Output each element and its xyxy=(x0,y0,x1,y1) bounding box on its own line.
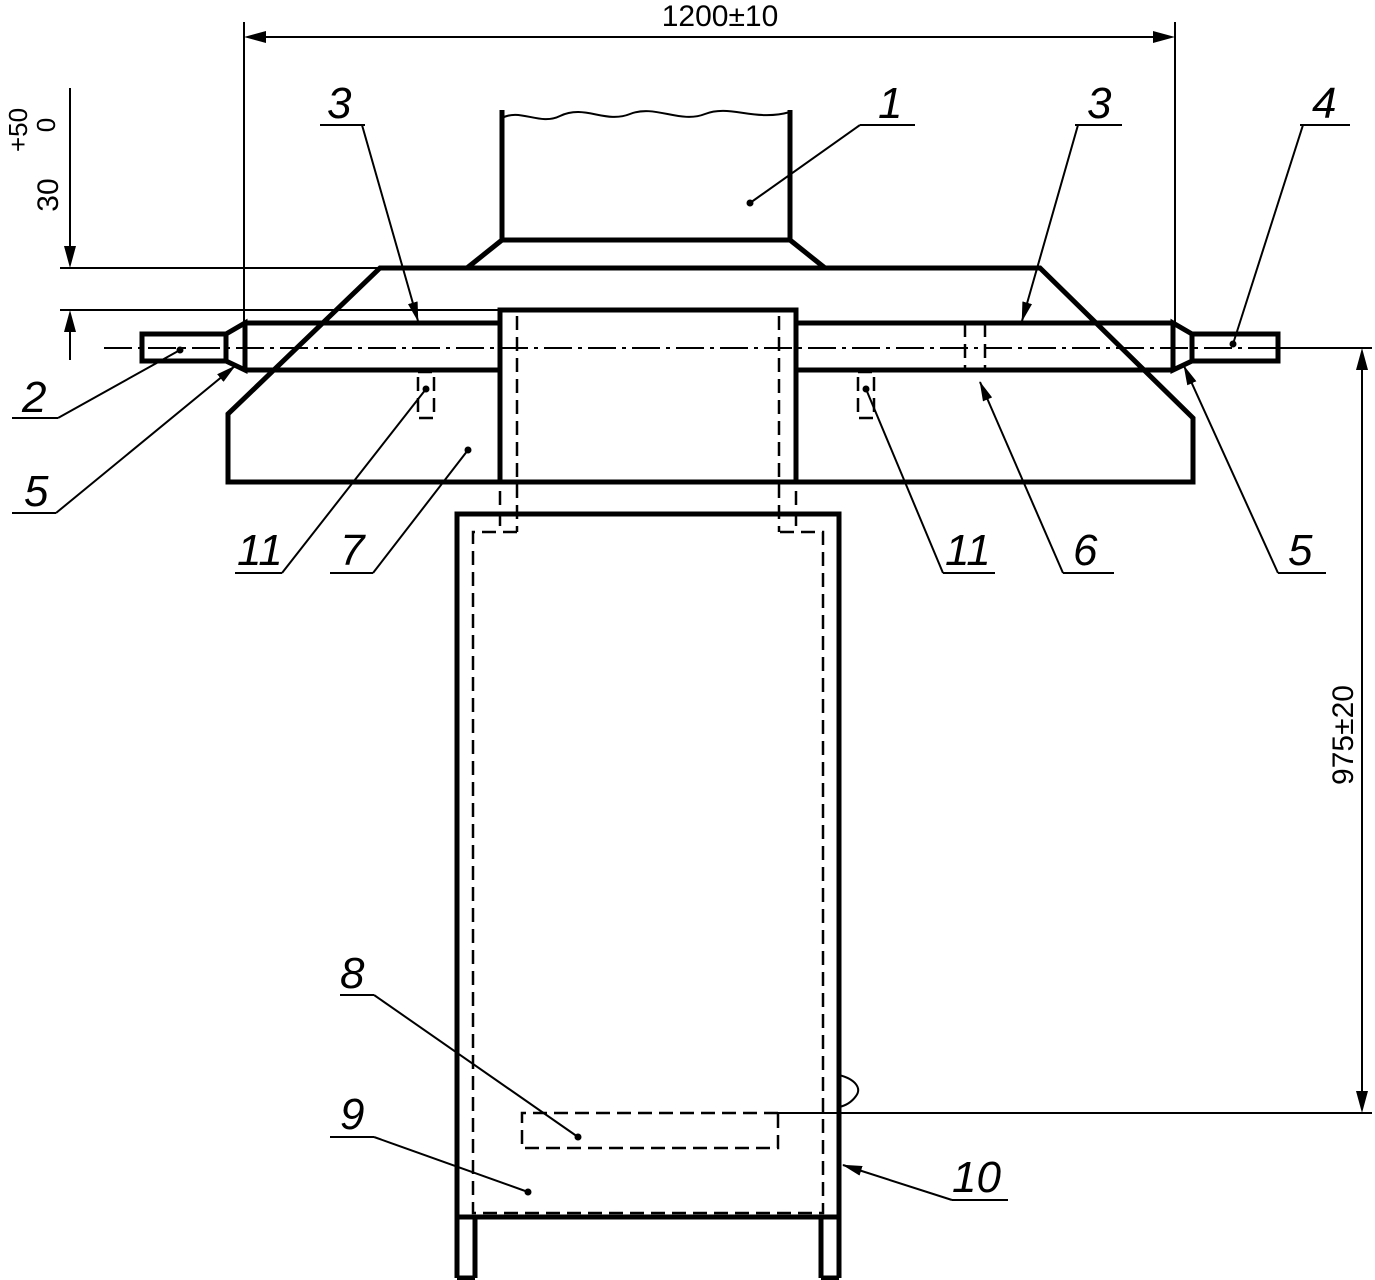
callout-3-left: 3 xyxy=(320,79,419,322)
dimension-height: 975±20 xyxy=(778,347,1372,1114)
hidden-lines xyxy=(250,321,1140,420)
part-1-upper-column xyxy=(465,109,827,270)
callout-5-right-label: 5 xyxy=(1288,526,1313,575)
dimension-width: 1200±10 xyxy=(243,0,1176,323)
callout-8: 8 xyxy=(340,949,582,1141)
part-9-lower-frame xyxy=(454,323,860,1280)
callout-11-right-label: 11 xyxy=(945,526,991,575)
tol-lower-label: 0 xyxy=(31,118,61,132)
callout-11-right: 11 xyxy=(862,385,995,575)
callout-3-right-label: 3 xyxy=(1087,79,1112,128)
callout-9: 9 xyxy=(330,1090,532,1196)
part-7-base-plate xyxy=(225,265,1196,485)
callout-7: 7 xyxy=(330,446,472,575)
part-8-hidden-plate xyxy=(520,1111,780,1150)
callout-2: 2 xyxy=(12,346,184,422)
callout-10: 10 xyxy=(842,1153,1008,1202)
callout-5-left: 5 xyxy=(12,365,236,516)
dim-30-label: 30 xyxy=(32,178,65,211)
callout-5-right: 5 xyxy=(1183,365,1326,575)
callout-11-left-label: 11 xyxy=(237,526,283,575)
callout-8-label: 8 xyxy=(340,949,365,998)
callout-11-left: 11 xyxy=(235,385,430,575)
callout-1: 1 xyxy=(746,79,915,207)
callout-1-label: 1 xyxy=(878,79,902,128)
dimension-gap: 30 +50 0 xyxy=(3,88,500,360)
inner-block xyxy=(497,307,799,532)
height-dimension-label: 975±20 xyxy=(1327,685,1360,785)
callout-7-label: 7 xyxy=(340,526,366,575)
callout-10-label: 10 xyxy=(952,1153,1001,1202)
width-dimension-label: 1200±10 xyxy=(662,0,779,33)
callout-9-label: 9 xyxy=(340,1090,364,1139)
callout-6-label: 6 xyxy=(1073,526,1098,575)
callout-4-label: 4 xyxy=(1312,79,1336,128)
callout-2-label: 2 xyxy=(21,373,46,422)
tol-upper-label: +50 xyxy=(3,108,33,152)
callout-3-right: 3 xyxy=(1021,79,1122,322)
callout-6: 6 xyxy=(979,381,1114,575)
callout-3-left-label: 3 xyxy=(327,79,352,128)
callout-4: 4 xyxy=(1229,79,1350,348)
callout-5-left-label: 5 xyxy=(24,467,49,516)
